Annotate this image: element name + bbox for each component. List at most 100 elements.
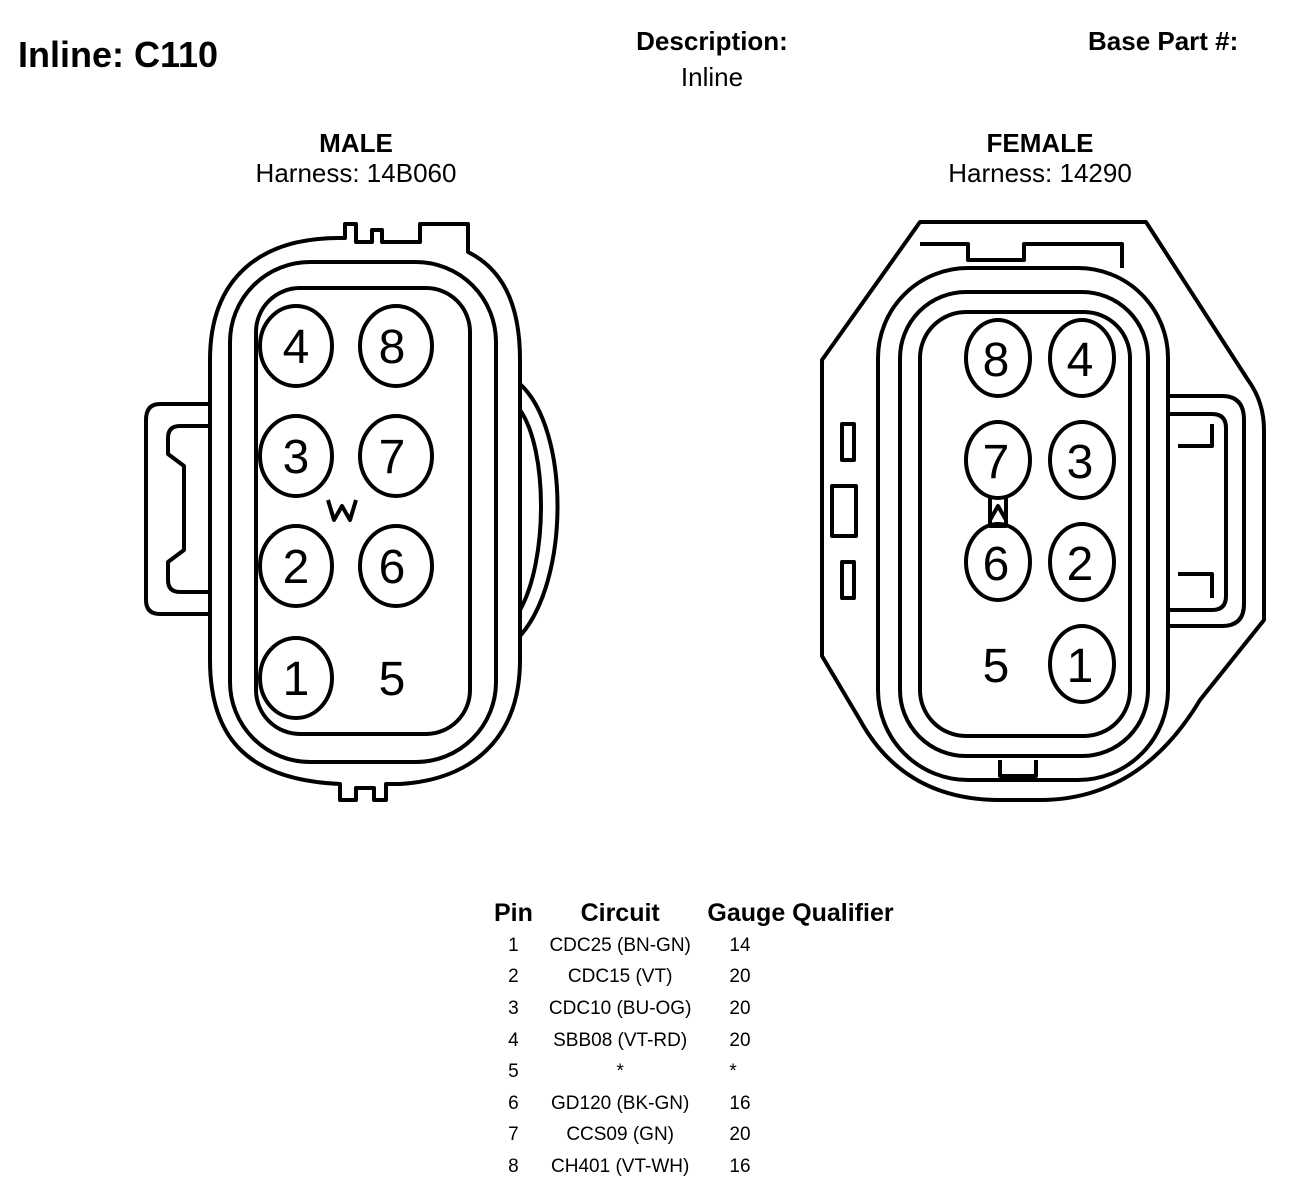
female-outer-body	[820, 220, 1266, 802]
female-harness-label: Harness: 14290	[948, 158, 1132, 188]
male-pin-7-circle	[358, 414, 434, 498]
female-pin-label: 7	[983, 436, 1010, 489]
male-pin-label: 1	[283, 653, 310, 706]
female-pin-label: 3	[1067, 436, 1094, 489]
female-pin-8-circle	[964, 318, 1032, 398]
pin-cell: 1	[508, 934, 519, 956]
gauge-cell: 20	[729, 997, 751, 1019]
header-gauge: Gauge	[707, 898, 786, 927]
male-right-arc-inner	[518, 408, 543, 611]
male-pin-2-circle	[258, 524, 334, 608]
male-pin-3-circle	[258, 414, 334, 498]
header-circuit: Circuit	[580, 898, 660, 927]
female-pin-7-circle	[964, 420, 1032, 500]
table-row: 1 CDC25 (BN-GN) 14	[486, 930, 902, 962]
circuit-cell: GD120 (BK-GN)	[551, 1092, 690, 1114]
table-row: 2 CDC15 (VT) 20	[486, 962, 902, 994]
description-label: Description:	[636, 26, 788, 56]
male-pin-label: 5	[379, 653, 406, 706]
table-row: 6 GD120 (BK-GN) 16	[486, 1088, 902, 1120]
female-pin-6-circle	[964, 522, 1032, 602]
gauge-cell: 16	[729, 1155, 751, 1177]
female-pin-label: 4	[1067, 334, 1094, 387]
table-row: 8 CH401 (VT-WH) 16	[486, 1151, 902, 1183]
circuit-cell: SBB08 (VT-RD)	[553, 1029, 688, 1051]
pin-cell: 6	[508, 1092, 519, 1114]
gauge-cell: 14	[729, 934, 751, 956]
female-inner-outline-2	[898, 290, 1150, 758]
female-connector-title: FEMALE	[986, 128, 1094, 158]
male-pin-label: 4	[283, 321, 310, 374]
female-key-mark	[988, 496, 1008, 528]
female-pin-cavity	[918, 310, 1132, 738]
female-pin-label: 5	[983, 640, 1010, 693]
male-pin-8-circle	[358, 304, 434, 388]
gauge-cell: 20	[729, 1029, 751, 1051]
table-header-row: Pin Circuit Gauge Qualifier	[486, 896, 902, 930]
male-inner-outline	[228, 260, 498, 764]
circuit-cell: CCS09 (GN)	[566, 1124, 674, 1146]
circuit-cell: CDC10 (BU-OG)	[548, 997, 692, 1019]
circuit-cell: CDC15 (VT)	[567, 966, 673, 988]
pin-table: Pin Circuit Gauge Qualifier 1 CDC25 (BN-G…	[486, 896, 902, 1183]
pin-cell: 4	[508, 1029, 519, 1051]
pin-cell: 8	[508, 1155, 519, 1177]
circuit-cell: *	[616, 1061, 624, 1083]
male-pin-label: 6	[379, 541, 406, 594]
circuit-cell: CH401 (VT-WH)	[551, 1155, 690, 1177]
female-pin-label: 2	[1067, 538, 1094, 591]
male-pin-cavity	[254, 286, 472, 736]
connector-diagram: 4 8 3 7 2 6 1 5	[144, 220, 1266, 802]
female-right-latch-inner	[1168, 412, 1228, 612]
table-row: 4 SBB08 (VT-RD) 20	[486, 1025, 902, 1057]
male-connector-title: MALE	[319, 128, 393, 158]
female-pin-4-circle	[1048, 318, 1116, 398]
female-bottom-notch	[998, 760, 1038, 778]
female-pin-label: 1	[1067, 640, 1094, 693]
female-left-slot-mid	[830, 484, 858, 538]
pin-cell: 3	[508, 997, 519, 1019]
female-pin-1-circle	[1048, 624, 1116, 704]
male-outer-body	[208, 222, 522, 802]
male-pin-4-circle	[258, 304, 334, 388]
male-pin-label: 7	[379, 431, 406, 484]
header-pin: Pin	[494, 898, 533, 927]
gauge-cell: 20	[729, 966, 751, 988]
gauge-cell: *	[729, 1061, 737, 1083]
male-right-arc	[518, 382, 560, 638]
female-top-tab	[920, 242, 1124, 268]
male-key-mark	[326, 499, 358, 522]
table-row: 5 * *	[486, 1056, 902, 1088]
base-part-label: Base Part #:	[1088, 26, 1239, 56]
page-title: Inline: C110	[18, 34, 219, 75]
male-pin-label: 2	[283, 541, 310, 594]
female-key-mark-inner	[988, 504, 1008, 521]
circuit-cell: CDC25 (BN-GN)	[549, 934, 691, 956]
table-row: 7 CCS09 (GN) 20	[486, 1120, 902, 1152]
pin-cell: 5	[508, 1061, 519, 1083]
male-pin-label: 8	[379, 321, 406, 374]
female-pin-3-circle	[1048, 420, 1116, 500]
male-left-latch	[144, 402, 210, 616]
female-pin-label: 6	[983, 538, 1010, 591]
female-inner-outline	[876, 266, 1170, 782]
female-left-slot-bottom	[840, 560, 856, 600]
female-pin-2-circle	[1048, 522, 1116, 602]
header-gauge-qualifier: Gauge Qualifier	[699, 896, 901, 930]
gauge-cell: 20	[729, 1124, 751, 1146]
table-row: 3 CDC10 (BU-OG) 20	[486, 993, 902, 1025]
female-connector	[820, 220, 1266, 802]
pin-cell: 2	[508, 966, 519, 988]
female-latch-detail	[1178, 424, 1214, 598]
description-value: Inline	[680, 62, 744, 92]
male-pin-6-circle	[358, 524, 434, 608]
male-pin-1-circle	[258, 636, 334, 720]
male-left-latch-inner	[166, 424, 210, 594]
female-pin-label: 8	[983, 334, 1010, 387]
gauge-cell: 16	[729, 1092, 751, 1114]
male-pin-label: 3	[283, 431, 310, 484]
male-connector	[144, 222, 560, 802]
male-harness-label: Harness: 14B060	[255, 158, 457, 188]
pin-cell: 7	[508, 1124, 519, 1146]
female-left-slot-top	[840, 422, 856, 462]
